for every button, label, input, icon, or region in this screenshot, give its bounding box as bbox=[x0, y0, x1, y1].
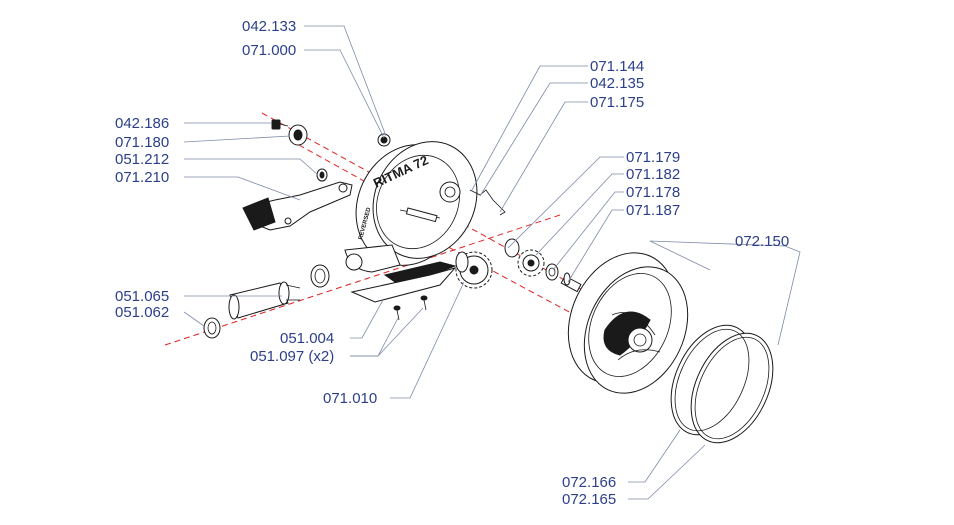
foot-screws bbox=[393, 295, 428, 321]
label-071-175: 071.175 bbox=[590, 94, 644, 111]
reel-frame: RITMA 72 REVERSED bbox=[344, 141, 478, 303]
label-051-065: 051.065 bbox=[115, 288, 169, 305]
label-071-010: 071.010 bbox=[323, 390, 377, 407]
label-072-166: 072.166 bbox=[562, 474, 616, 491]
label-071-178: 071.178 bbox=[626, 184, 680, 201]
label-071-000: 071.000 bbox=[242, 42, 296, 59]
label-051-062: 051.062 bbox=[115, 304, 169, 321]
label-072-165: 072.165 bbox=[562, 491, 616, 508]
label-071-179: 071.179 bbox=[626, 149, 680, 166]
label-071-210: 071.210 bbox=[115, 169, 169, 186]
label-051-097: 051.097 (x2) bbox=[250, 348, 334, 365]
label-042-186: 042.186 bbox=[115, 115, 169, 132]
label-042-133: 042.133 bbox=[242, 18, 296, 35]
leader-lines bbox=[183, 25, 801, 500]
part-labels: 042.133 071.000 042.186 071.180 051.212 … bbox=[115, 18, 789, 508]
label-051-004: 051.004 bbox=[280, 330, 334, 347]
drag-parts bbox=[469, 189, 582, 293]
spindle-assembly bbox=[203, 264, 330, 339]
label-071-144: 071.144 bbox=[590, 58, 644, 75]
label-071-180: 071.180 bbox=[115, 134, 169, 151]
spool bbox=[567, 252, 689, 394]
label-072-150: 072.150 bbox=[735, 233, 789, 250]
label-071-187: 071.187 bbox=[626, 202, 680, 219]
label-071-182: 071.182 bbox=[626, 166, 680, 183]
spool-rings bbox=[670, 324, 774, 444]
main-gear bbox=[455, 251, 493, 289]
label-051-212: 051.212 bbox=[115, 151, 169, 168]
label-042-135: 042.135 bbox=[590, 75, 644, 92]
